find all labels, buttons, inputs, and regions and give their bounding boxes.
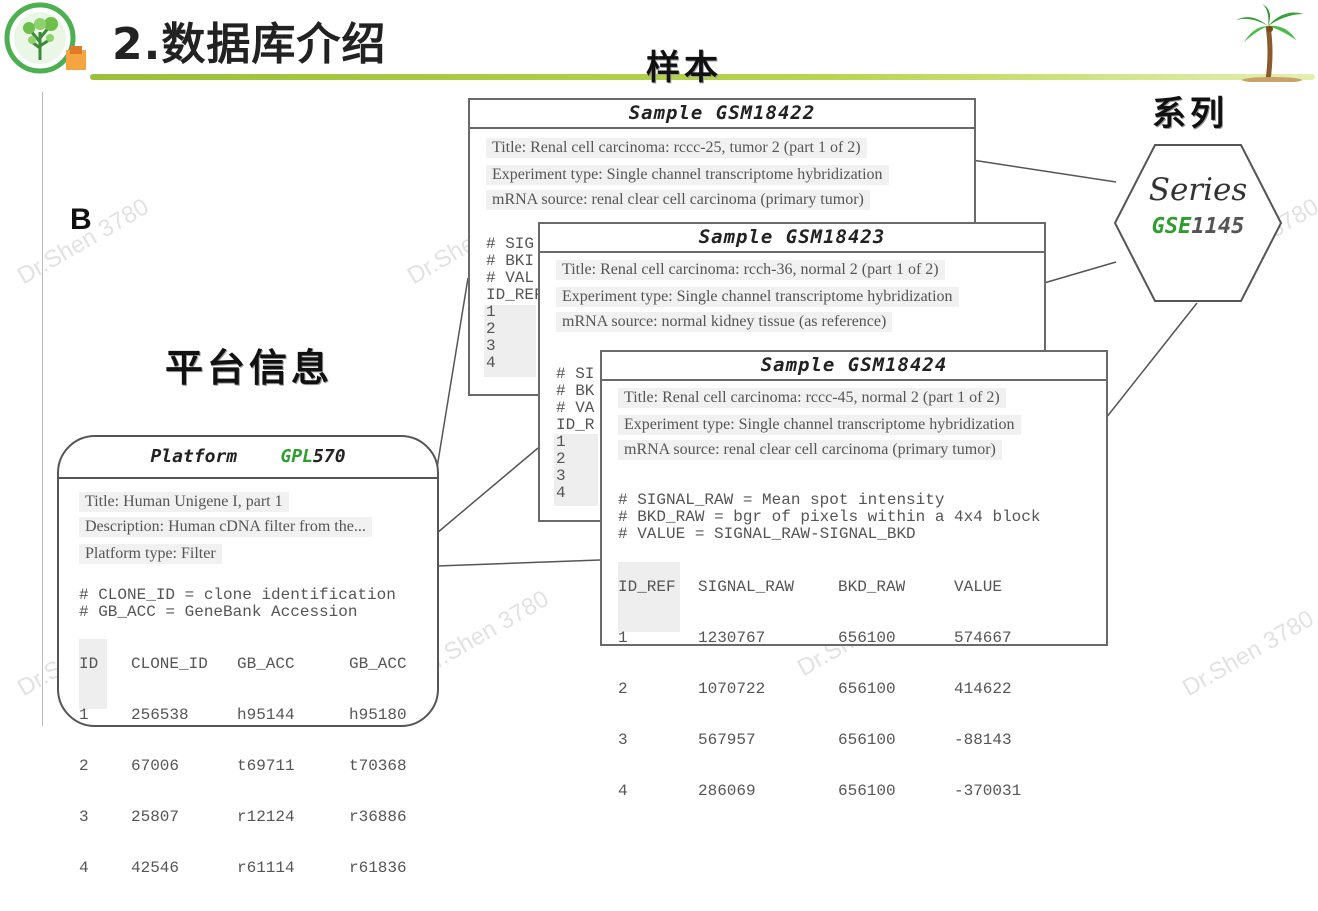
sample-experiment-field: Experiment type: Single channel transcri… [556, 287, 959, 307]
platform-comments: # CLONE_ID = clone identification# GB_AC… [79, 587, 396, 621]
sample-experiment-field: Experiment type: Single channel transcri… [618, 415, 1021, 435]
series-id: GSE1145 [1113, 214, 1283, 239]
platform-description-field: Description: Human cDNA filter from the.… [79, 517, 372, 537]
sample-card-header: Sample GSM18422 [470, 100, 974, 129]
sample-card-gsm18424: Sample GSM18424 Title: Renal cell carcin… [600, 350, 1108, 646]
sample-comments: # SIGNAL_RAW = Mean spot intensity# BKD_… [618, 492, 1040, 543]
sample-card-header: Sample GSM18424 [602, 352, 1106, 381]
sample-experiment-field: Experiment type: Single channel transcri… [486, 165, 889, 185]
sample-title-field: Title: Renal cell carcinoma: rcch-36, no… [556, 260, 945, 280]
platform-card-header: Platform GPL570 [59, 437, 437, 479]
sample-source-field: mRNA source: normal kidney tissue (as re… [556, 312, 892, 332]
series-label: Series [1113, 172, 1283, 208]
sample-title-field: Title: Renal cell carcinoma: rccc-25, tu… [486, 138, 867, 158]
platform-card: Platform GPL570 Title: Human Unigene I, … [57, 435, 439, 727]
sample-card-header: Sample GSM18423 [540, 224, 1044, 253]
sample-source-field: mRNA source: renal clear cell carcinoma … [618, 440, 1002, 460]
platform-type-field: Platform type: Filter [79, 544, 222, 564]
sample-source-field: mRNA source: renal clear cell carcinoma … [486, 190, 870, 210]
platform-title-field: Title: Human Unigene I, part 1 [79, 492, 289, 512]
sample-title-field: Title: Renal cell carcinoma: rccc-45, no… [618, 388, 1006, 408]
